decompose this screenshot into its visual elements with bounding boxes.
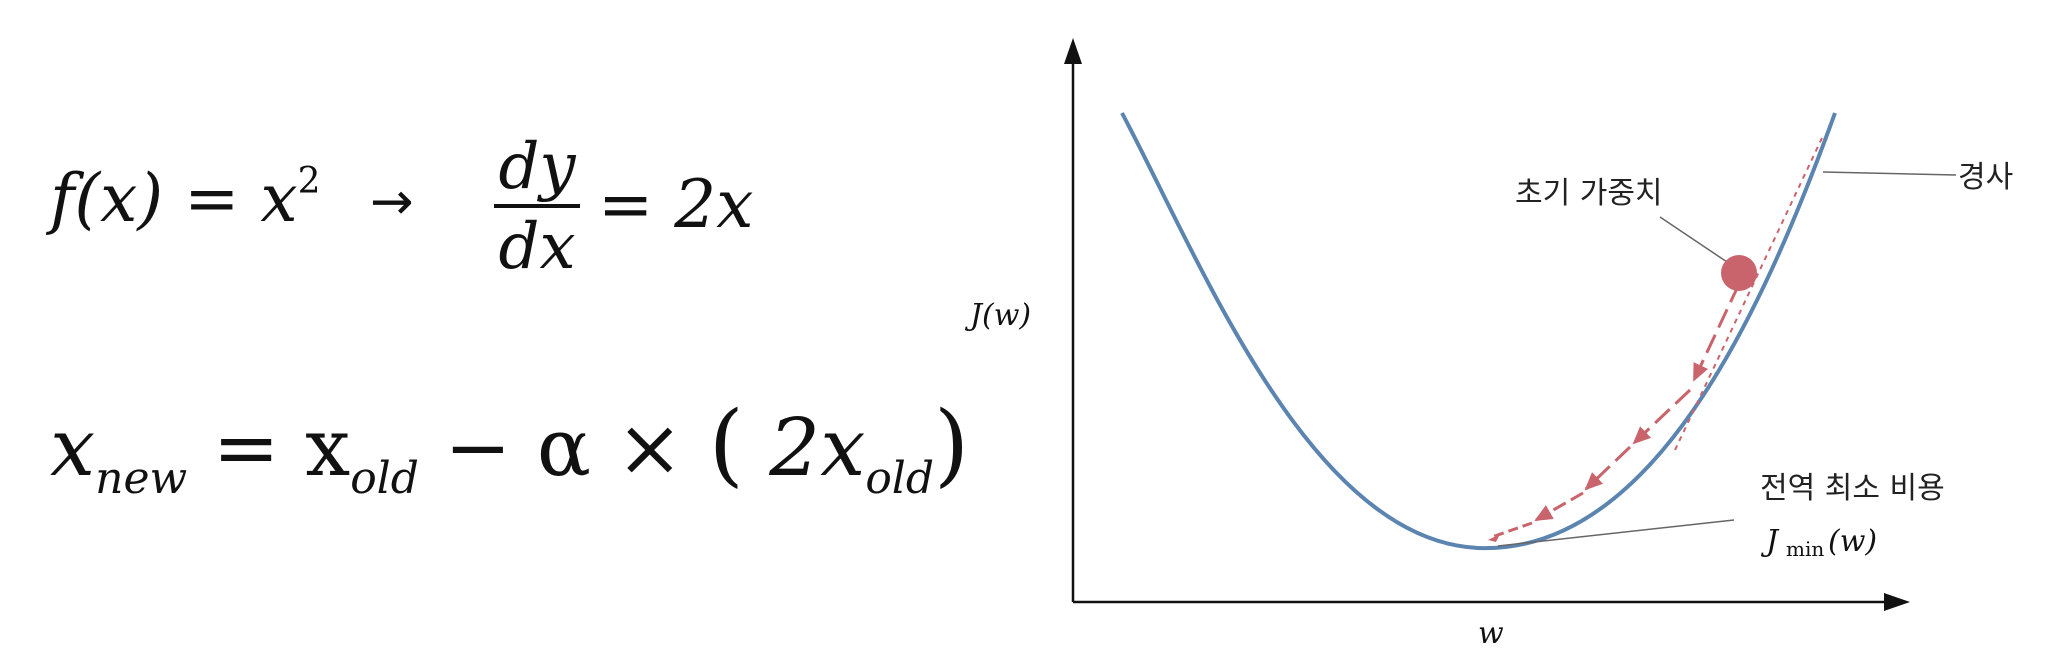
update-minus-alpha: − α ×: [418, 401, 709, 494]
jmin-subscript: min: [1786, 537, 1824, 561]
initial-weight-leader-line: [1659, 216, 1737, 269]
update-left-paren: (: [708, 392, 744, 497]
fraction-bar: [494, 204, 580, 208]
descent-step-1: [1692, 283, 1741, 382]
descent-step-3: [1584, 445, 1632, 491]
y-axis-arrowhead: [1064, 38, 1082, 64]
y-axis-label: J(w): [964, 298, 1031, 333]
function-exponent: 2: [297, 161, 321, 202]
x-axis-label: w: [1478, 616, 1504, 651]
descent-step-2: [1632, 388, 1692, 445]
update-inner: 2x: [743, 401, 866, 494]
update-old-sub-2: old: [865, 453, 935, 504]
cost-curve: [1120, 112, 1837, 551]
derivative-result: = 2x: [598, 166, 754, 243]
update-equals: = x: [187, 401, 351, 494]
update-new-sub: new: [95, 453, 188, 504]
jmin-J: J: [1760, 524, 1780, 559]
implies-arrow: →: [370, 172, 414, 232]
initial-weight-label: 초기 가중치: [1515, 176, 1663, 211]
global-min-label: 전역 최소 비용: [1760, 471, 1945, 506]
gradient-label: 경사: [1958, 160, 2013, 195]
descent-step-5: [1491, 521, 1533, 539]
gradient-leader-line: [1822, 171, 1957, 176]
function-lhs: f(x) = x: [50, 160, 298, 237]
function-definition: f(x) = x2: [50, 160, 321, 237]
derivative-numerator: dy: [498, 130, 576, 204]
descent-step-4: [1534, 491, 1584, 522]
derivative-fraction: dy dx: [494, 132, 580, 282]
update-right-paren: ): [934, 392, 970, 497]
x-axis-arrowhead: [1884, 593, 1910, 611]
update-x: x: [50, 401, 96, 494]
global-min-leader-line: [1497, 519, 1735, 547]
update-rule: xnew = xold − α × ( 2xold): [50, 392, 969, 504]
derivative-denominator: dx: [498, 210, 576, 284]
update-old-sub-1: old: [350, 453, 419, 504]
gradient-tangent-line: [1674, 137, 1823, 451]
jmin-w: (w): [1828, 524, 1877, 559]
descent-step-5-head: [1488, 534, 1500, 542]
initial-weight-point: [1721, 255, 1757, 291]
